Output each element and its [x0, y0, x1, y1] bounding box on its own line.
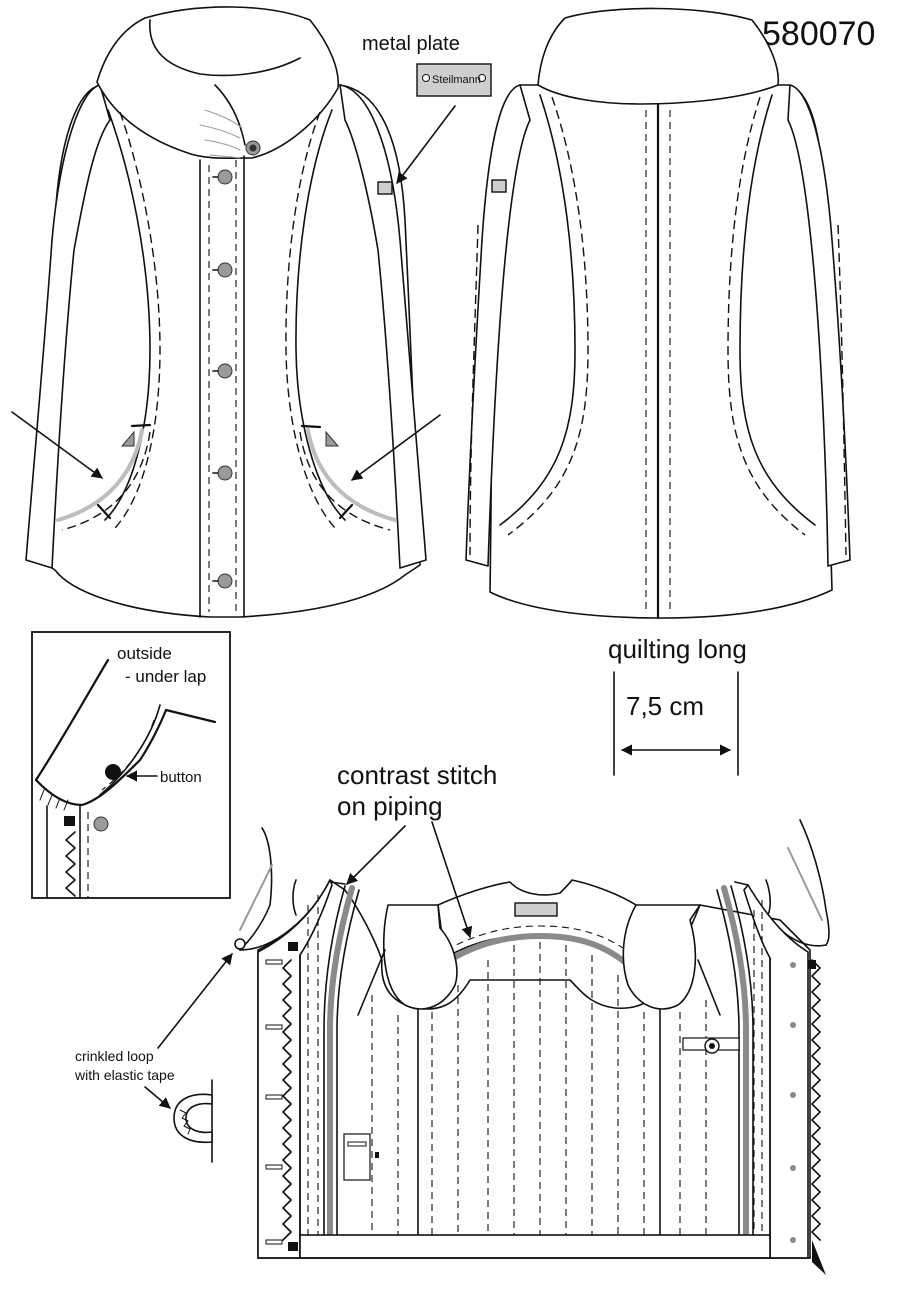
- crinkled-loop-label-2: with elastic tape: [74, 1067, 175, 1083]
- under-lap-label: - under lap: [125, 667, 206, 686]
- article-number: 580070: [762, 15, 875, 53]
- inside-brand-label: [514, 902, 558, 917]
- front-shawl-collar: [96, 6, 340, 160]
- contrast-stitch-label-1: contrast stitch: [337, 760, 497, 790]
- inside-left-piping: [327, 885, 355, 1238]
- inside-right-piping: [721, 885, 749, 1238]
- jacket-inside-view: [239, 819, 830, 1275]
- back-right-sleeve: [787, 84, 851, 567]
- sleeve-metal-plate-front: [377, 181, 393, 195]
- front-right-sleeve: [339, 84, 427, 569]
- metal-plate-detail: [416, 63, 492, 97]
- detail-button: [105, 764, 121, 780]
- crinkled-loop-detail: crinkled loop with elastic tape: [74, 938, 246, 1163]
- contrast-stitch-arrow-left: [346, 825, 406, 885]
- front-button-1: [217, 169, 233, 185]
- quilting-width-label: 7,5 cm: [626, 691, 704, 721]
- front-left-sleeve: [25, 84, 111, 569]
- back-body-outline: [489, 84, 833, 619]
- quilting-dimension: quilting long 7,5 cm: [608, 634, 747, 776]
- outside-label: outside: [117, 644, 172, 663]
- metal-plate-label: metal plate: [362, 33, 460, 55]
- contrast-stitch-arrow-right: [431, 821, 473, 939]
- left-pocket-arrow: [11, 411, 103, 479]
- back-left-sleeve: [465, 84, 531, 567]
- closure-detail-box: outside - under lap button: [31, 631, 231, 899]
- sleeve-metal-plate-back: [491, 179, 507, 193]
- contrast-stitch-label-2: on piping: [337, 791, 443, 821]
- metal-plate-arrow: [396, 105, 456, 184]
- front-button-2: [217, 262, 233, 278]
- front-button-3: [217, 363, 233, 379]
- crinkled-loop-label-1: crinkled loop: [75, 1048, 154, 1064]
- metal-plate-brand: Steilmann: [432, 74, 481, 86]
- crinkled-loop-arrow: [157, 953, 233, 1049]
- jacket-back-view: [465, 7, 851, 620]
- quilting-long-label: quilting long: [608, 634, 747, 664]
- front-button-5: [217, 573, 233, 589]
- front-button-4: [217, 465, 233, 481]
- back-collar: [537, 7, 780, 105]
- right-pocket-arrow: [351, 414, 441, 481]
- inside-yoke-piping: [447, 932, 629, 966]
- jacket-front-view: [25, 6, 427, 618]
- front-left-pocket-piping: [56, 428, 144, 522]
- button-label: button: [160, 769, 202, 786]
- front-right-pocket-piping: [306, 428, 397, 522]
